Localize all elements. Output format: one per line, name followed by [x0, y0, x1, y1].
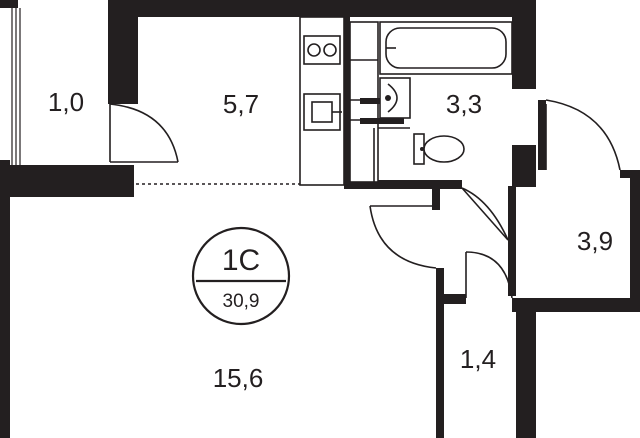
wall-storage-top	[436, 294, 466, 304]
wall-hall-bottom	[512, 298, 640, 312]
wall-top	[108, 0, 536, 17]
room-area-living-room: 15,6	[213, 363, 264, 393]
wall-bath-right	[512, 17, 536, 89]
burner-icon	[323, 43, 337, 57]
wall-bath-bottom	[344, 180, 462, 189]
door-storage	[465, 251, 513, 299]
toilet	[413, 133, 465, 165]
room-area-bathroom: 3,3	[446, 89, 482, 119]
wall-bath-right-lower	[512, 145, 536, 187]
kitchen-fixtures	[299, 16, 345, 186]
wall-balcony-kitchen	[108, 0, 138, 104]
wall-hall-right-v	[630, 170, 640, 310]
bathtub	[379, 21, 513, 75]
balcony-window	[11, 8, 21, 165]
wall-top-left	[0, 0, 18, 8]
badge-circle	[191, 226, 291, 326]
room-area-balcony: 1,0	[48, 87, 84, 117]
door-bathroom	[369, 205, 437, 269]
wall-corridor-right	[508, 186, 516, 296]
doors	[109, 99, 621, 299]
wall-storage-left	[436, 268, 444, 438]
room-area-hall: 3,9	[577, 226, 613, 256]
door-balcony	[109, 103, 179, 163]
total-area: 30,9	[223, 291, 260, 312]
wall-balcony-bottom	[0, 165, 134, 197]
area-labels: 1,0 5,7 3,3 3,9 15,6 1,4	[48, 87, 613, 393]
apartment-type: 1С	[222, 244, 260, 277]
apartment-badge: 1С 30,9	[191, 226, 291, 326]
stove	[303, 35, 341, 65]
wall-storage-right	[516, 300, 536, 438]
bathroom-fixtures	[349, 21, 513, 183]
wall-kitchen-right	[344, 17, 350, 185]
burner-icon	[307, 43, 321, 57]
room-area-storage: 1,4	[460, 344, 496, 374]
room-area-kitchen: 5,7	[223, 89, 259, 119]
wall-left	[0, 160, 10, 438]
door-entrance	[545, 99, 621, 171]
washbasin	[379, 77, 411, 119]
wall-hall-top	[538, 100, 546, 170]
door-corridor	[461, 187, 509, 241]
wall-corridor-left	[432, 186, 440, 210]
